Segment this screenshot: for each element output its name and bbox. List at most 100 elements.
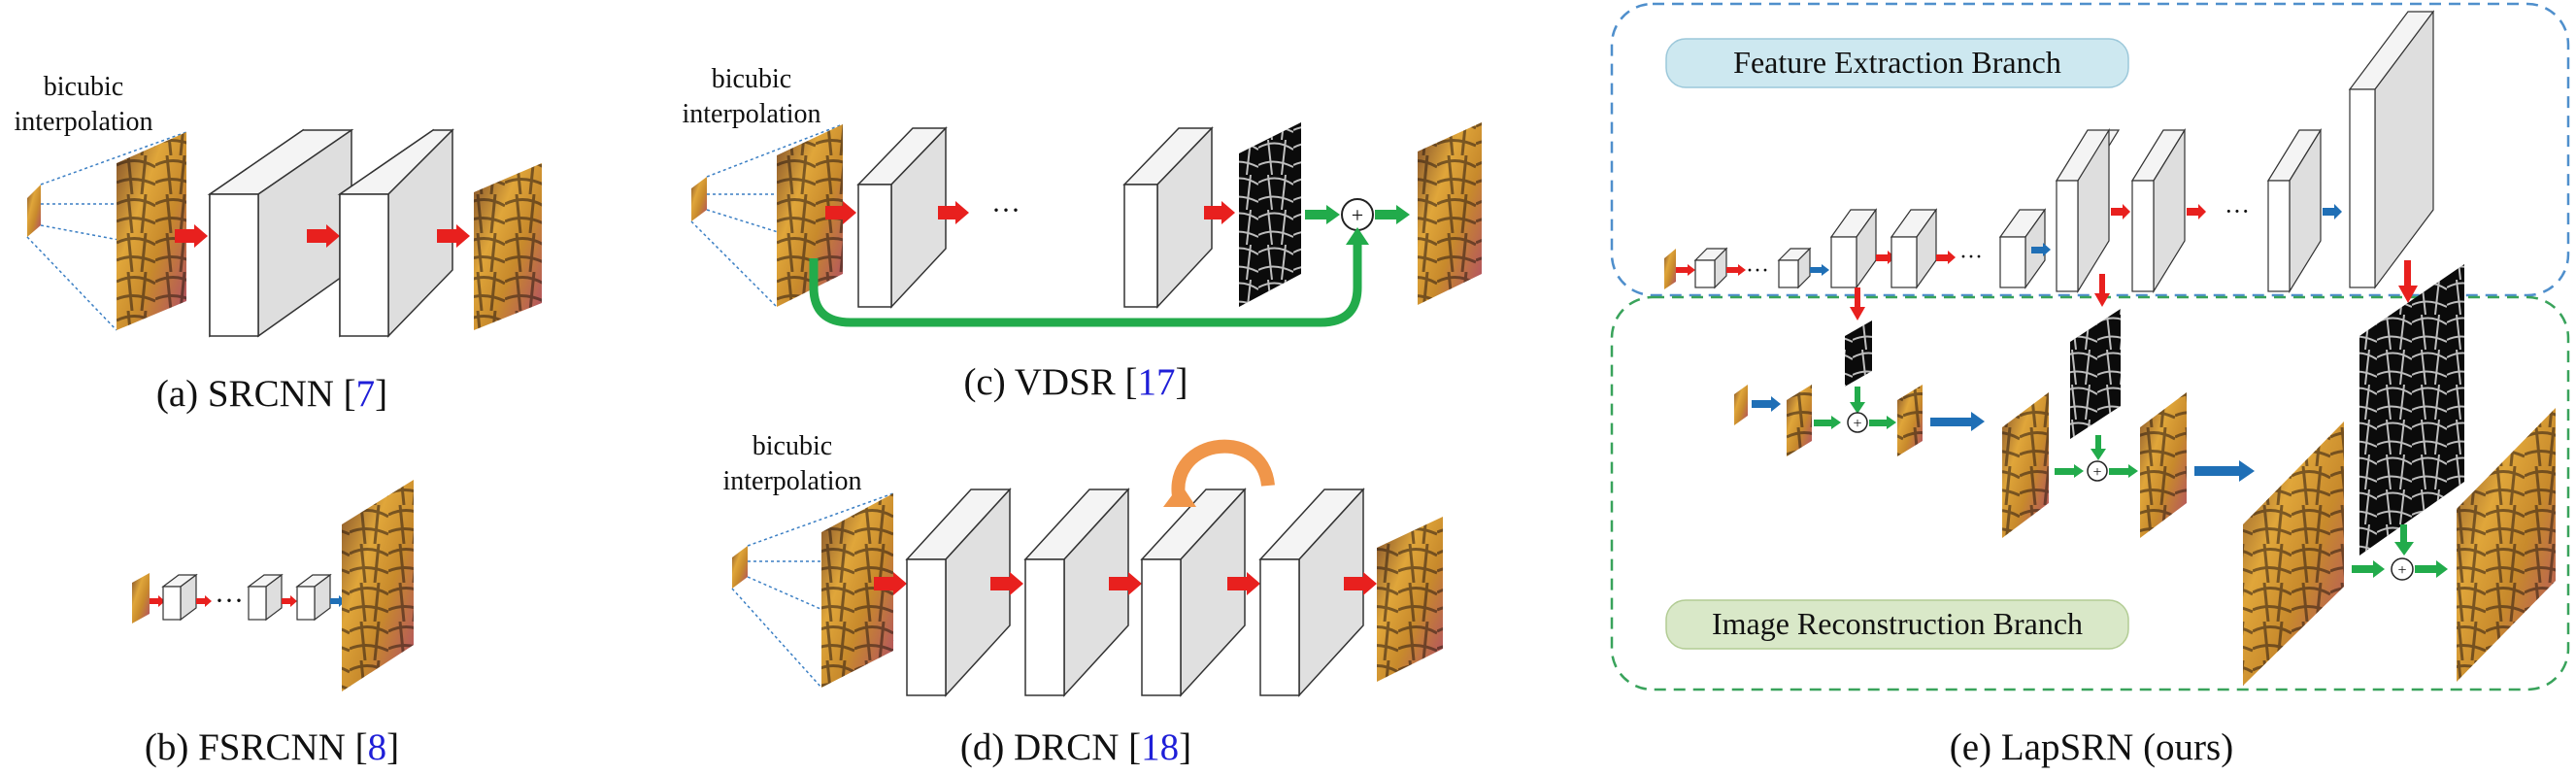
svg-text:+: + xyxy=(1853,416,1861,432)
panel-d-caption: (d) DRCN [18] xyxy=(960,726,1191,768)
panel-d-conv-block-1 xyxy=(905,488,1012,697)
panel-b-arrow-3 xyxy=(282,595,297,607)
panel-d-drcn: bicubic interpolation xyxy=(722,431,1443,768)
panel-a-output-image xyxy=(474,163,542,330)
panel-c-add-arrow-2 xyxy=(1375,205,1410,224)
panel-c-conv-block-1 xyxy=(856,126,948,309)
panel-c-output-image xyxy=(1418,122,1482,305)
rc-add-arrow-3 xyxy=(2055,464,2084,478)
panel-b-ellipsis: ··· xyxy=(215,585,244,617)
panel-a-conv-block-1 xyxy=(207,128,354,338)
rc-residual-image-2 xyxy=(2070,309,2121,439)
rc-sum-node-2: + xyxy=(2087,460,2108,482)
rc-upsample-arrow-1 xyxy=(1752,396,1781,412)
fe-arrow-5 xyxy=(2111,204,2130,219)
feature-branch-label: Feature Extraction Branch xyxy=(1665,38,2129,88)
panel-c-arrow-1 xyxy=(825,201,856,224)
fe-block-7 xyxy=(2130,127,2187,294)
rc-residual-image-1 xyxy=(1845,320,1872,387)
fe-ellipsis-3: ··· xyxy=(2225,197,2250,225)
fe-upsample-arrow-3 xyxy=(2323,204,2342,219)
fe-down-arrow-1 xyxy=(1850,287,1865,320)
panel-d-note-line2: interpolation xyxy=(722,466,861,496)
fe-arrow-4 xyxy=(1936,251,1956,264)
fe-block-8 xyxy=(2266,127,2323,294)
panel-a-arrow-3 xyxy=(437,224,470,248)
rc-output-image-1 xyxy=(1897,385,1923,456)
panel-b-block-1 xyxy=(161,573,198,622)
rc-sum-node-3: + xyxy=(2391,557,2414,581)
panel-d-output-image xyxy=(1377,517,1443,682)
panel-b-output-image xyxy=(342,480,414,691)
fe-block-2 xyxy=(1777,247,1812,289)
panel-c-ellipsis: ··· xyxy=(991,194,1020,226)
panel-d-bicubic-image xyxy=(821,493,893,688)
fe-lr-input-image xyxy=(1664,249,1676,289)
fe-block-1 xyxy=(1693,247,1728,289)
panel-d-arrow-1 xyxy=(874,572,907,595)
panel-c-residual-image xyxy=(1239,122,1301,307)
panel-a-note-line1: bicubic xyxy=(44,72,123,102)
panel-c-note-line1: bicubic xyxy=(712,64,791,94)
panel-a-lr-input-image xyxy=(27,185,41,237)
panel-b-arrow-1 xyxy=(150,595,165,607)
fe-ellipsis-1: ··· xyxy=(1746,258,1769,284)
panel-d-arrow-3 xyxy=(1109,572,1142,595)
fe-ellipsis-2: ··· xyxy=(1959,245,1983,270)
panel-c-bicubic-image xyxy=(777,124,843,307)
panel-d-arrow-4 xyxy=(1227,572,1260,595)
panel-d-lr-input-image xyxy=(732,546,748,589)
recon-branch-frame xyxy=(1610,295,2570,691)
rc-lr-input-image xyxy=(1734,385,1748,425)
rc-add-arrow-1 xyxy=(1814,416,1841,429)
rc-add-arrow-5 xyxy=(2352,560,2385,578)
rc-upsampled-image-3 xyxy=(2243,421,2344,686)
panel-e-caption: (e) LapSRN (ours) xyxy=(1950,726,2233,768)
panel-d-interp-lines xyxy=(731,492,894,689)
rc-output-image-3 xyxy=(2457,408,2556,682)
panel-a-arrow-1 xyxy=(175,224,208,248)
fe-arrow-1 xyxy=(1676,264,1695,276)
panel-a-srcnn: bicubic interpolation xyxy=(14,72,542,415)
panel-d-arrow-2 xyxy=(990,572,1023,595)
panel-b-block-3 xyxy=(295,573,332,622)
fe-block-6 xyxy=(2055,127,2121,294)
panel-a-note-line2: interpolation xyxy=(14,107,152,137)
panel-c-lr-input-image xyxy=(691,177,707,221)
rc-add-arrow-4 xyxy=(2109,464,2138,478)
svg-text:Feature Extraction Branch: Feature Extraction Branch xyxy=(1733,45,2061,80)
panel-d-conv-block-2 xyxy=(1023,488,1130,697)
panel-d-note-line1: bicubic xyxy=(753,431,832,461)
recon-branch-label: Image Reconstruction Branch xyxy=(1665,599,2129,650)
fe-arrow-6 xyxy=(2187,204,2206,219)
fe-block-4 xyxy=(1890,208,1938,289)
svg-text:+: + xyxy=(2397,562,2406,579)
panel-a-conv-block-2 xyxy=(337,128,454,338)
rc-sum-node-1: + xyxy=(1847,412,1868,433)
panel-c-note-line2: interpolation xyxy=(682,99,820,129)
panel-c-conv-block-2 xyxy=(1122,126,1214,309)
panel-a-arrow-2 xyxy=(307,224,340,248)
rc-upsample-arrow-3 xyxy=(2194,460,2255,482)
fe-upsample-arrow-1 xyxy=(1810,264,1829,276)
panel-d-recursion-arrow xyxy=(1163,439,1275,507)
panel-c-add-arrow-1 xyxy=(1305,205,1340,224)
panel-a-caption: (a) SRCNN [7] xyxy=(156,373,387,415)
rc-output-image-2 xyxy=(2140,392,2187,538)
panel-c-arrow-3 xyxy=(1204,201,1235,224)
panel-a-bicubic-image xyxy=(117,132,186,330)
rc-add-arrow-2 xyxy=(1869,416,1896,429)
panel-e-lapsrn: Feature Extraction Branch Image Reconstr… xyxy=(1610,2,2570,768)
fe-block-9 xyxy=(2348,10,2435,289)
fe-block-3 xyxy=(1829,208,1878,289)
panel-b-caption: (b) FSRCNN [8] xyxy=(145,726,399,768)
fe-down-arrow-2 xyxy=(2094,274,2110,307)
panel-c-arrow-2 xyxy=(938,201,969,224)
panel-d-conv-block-3 xyxy=(1258,488,1365,697)
rc-residual-image-3 xyxy=(2359,264,2464,556)
feature-branch-frame xyxy=(1610,2,2570,297)
panel-c-sum-node: + xyxy=(1341,198,1374,231)
rc-upsampled-image-2 xyxy=(2002,392,2049,538)
panel-b-lr-input-image xyxy=(132,573,150,623)
rc-add-down-arrow-3 xyxy=(2394,524,2414,556)
